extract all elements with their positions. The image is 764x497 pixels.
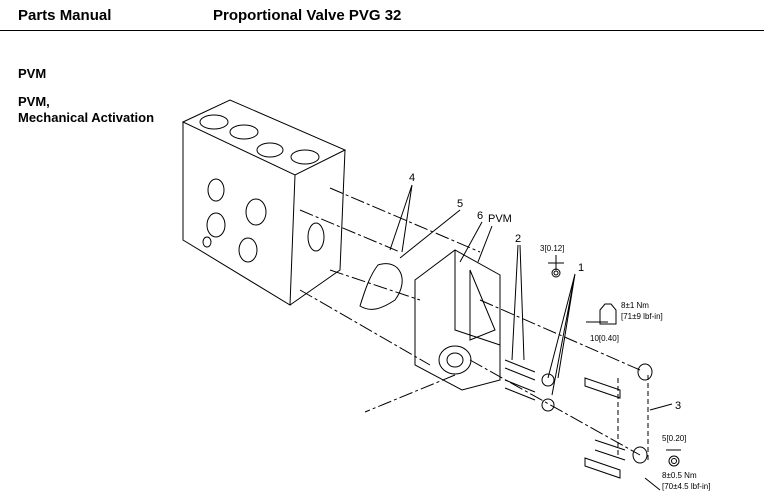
torque-2-nm: 8±0.5 Nm (662, 471, 697, 480)
callout-4: 4 (409, 172, 415, 184)
torque-1-lbf: [71±9 lbf-in] (621, 312, 663, 321)
dimension-3mm: 3[0.12] (540, 244, 564, 253)
subsection-title-1: PVM, (18, 94, 50, 109)
callout-1: 1 (578, 262, 584, 274)
header-product-title: Proportional Valve PVG 32 (213, 7, 402, 24)
header-manual-title: Parts Manual (18, 7, 112, 24)
screws (504, 268, 680, 479)
section-title: PVM (18, 66, 47, 81)
callout-2: 2 (515, 233, 521, 245)
torque-1-nm: 8±1 Nm (621, 301, 649, 310)
dimension-10mm: 10[0.40] (590, 334, 619, 343)
callout-5: 5 (457, 198, 463, 210)
valve-body (181, 99, 347, 306)
callout-3: 3 (675, 400, 681, 412)
header-rule (0, 30, 764, 31)
subsection-title-2: Mechanical Activation (18, 110, 155, 125)
torque-2-lbf: [70±4.5 lbf-in] (662, 482, 710, 491)
dimension-5mm: 5[0.20] (662, 434, 686, 443)
callout-6: 6 (477, 210, 483, 222)
callout-pvm: PVM (488, 213, 512, 225)
pvm-module (414, 249, 501, 391)
